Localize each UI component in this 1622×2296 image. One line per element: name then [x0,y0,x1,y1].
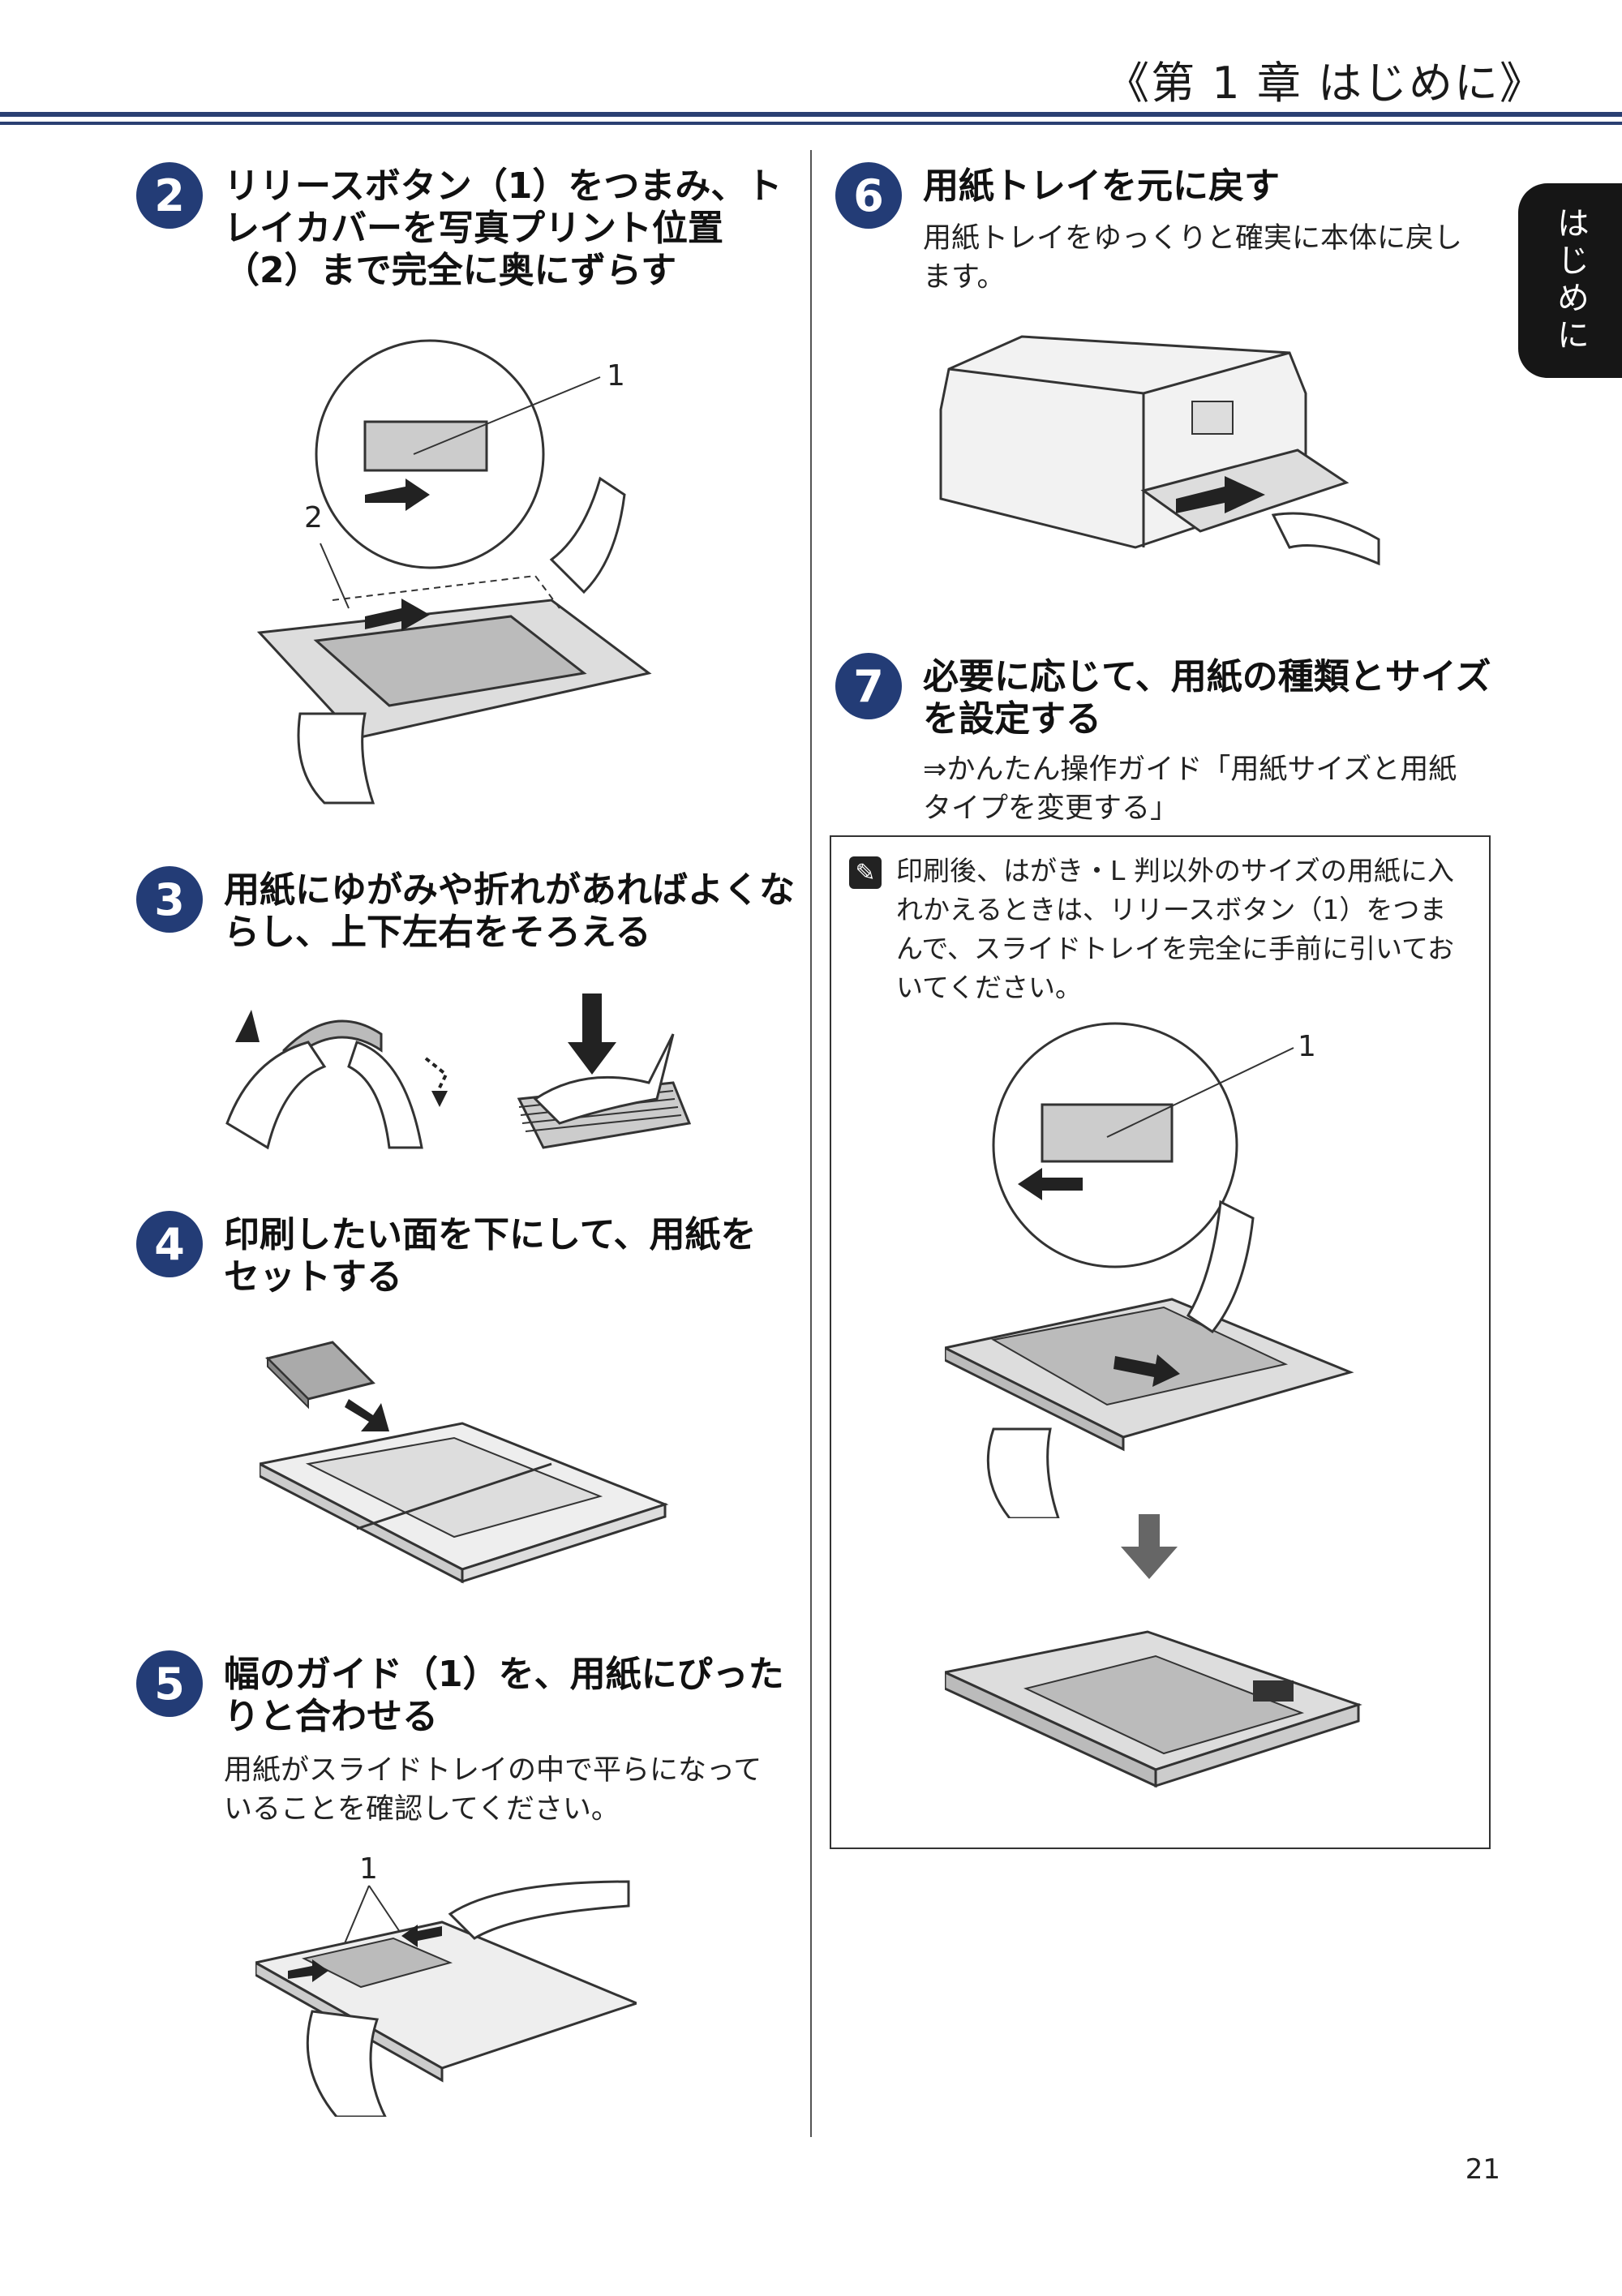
callout-1: 1 [1298,1030,1316,1063]
step-number: 3 [136,866,203,933]
step-4-illustration [255,1334,673,1602]
page-number: 21 [1465,2153,1500,2186]
step-number: 6 [835,162,902,229]
step-title: 幅のガイド（1）を、用紙にぴった りと合わせる [224,1654,784,1737]
step-5: 5 幅のガイド（1）を、用紙にぴった りと合わせる 用紙がスライドトレイの中で平… [136,1650,801,1853]
step-2: 2 リリースボタン（1）をつまみ、ト レイカバーを写真プリント位置 （2）まで完… [136,162,801,308]
callout-2: 2 [304,501,323,534]
step-7: 7 必要に応じて、用紙の種類とサイズ を設定する ⇒かんたん操作ガイド「用紙サイ… [835,653,1500,825]
step-number: 4 [136,1211,203,1277]
slide-tray-illustration [941,1630,1362,1788]
callout-1: 1 [607,359,625,393]
tray-closed-illustration [941,1599,1367,1818]
printer-illustration [939,335,1380,566]
step-number: 2 [136,162,203,229]
step-3: 3 用紙にゆがみや折れがあればよくな らし、上下左右をそろえる [136,866,801,963]
step-title: 用紙にゆがみや折れがあればよくな らし、上下左右をそろえる [224,869,795,953]
release-button-illustration: 1 [941,1015,1367,1520]
step-3-illustration [219,985,706,1156]
step-description: 用紙がスライドトレイの中で平らになって いることを確認してください。 [224,1754,762,1826]
callout-1: 1 [359,1852,378,1886]
step-6: 6 用紙トレイを元に戻す 用紙トレイをゆっくりと確実に本体に戻し ます。 [835,162,1500,300]
step-6-illustration [933,328,1387,596]
tray-pull-illustration: 1 [941,1022,1354,1520]
step-number: 7 [835,653,902,719]
paper-fanning-illustration [225,994,692,1150]
step-4: 4 印刷したい面を下にして、用紙を セットする [136,1211,801,1308]
width-guide-illustration: 1 [251,1852,641,2118]
memo-icon: ✎ [849,856,882,889]
side-tab-label: はじめに [1551,206,1589,355]
step-5-illustration: 1 [251,1849,641,2118]
paper-loading-illustration [255,1341,669,1584]
header-rule-thick [0,112,1622,117]
step-title: リリースボタン（1）をつまみ、ト レイカバーを写真プリント位置 （2）まで完全に… [224,165,783,291]
step-title: 必要に応じて、用紙の種類とサイズ を設定する [923,656,1491,740]
step-title: 用紙トレイを元に戻す [923,165,1280,207]
note-box: ✎ 印刷後、はがき・L 判以外のサイズの用紙に入 れかえるときは、リリースボタン… [830,835,1491,1849]
step-description: 用紙トレイをゆっくりと確実に本体に戻し ます。 [923,222,1463,294]
step-number: 5 [136,1650,203,1717]
step-2-illustration: 1 2 [243,333,697,811]
step-description: ⇒かんたん操作ガイド「用紙サイズと用紙 タイプを変更する」 [923,753,1457,825]
header-rule-thin [0,122,1622,125]
column-divider [810,150,812,2137]
step-title: 印刷したい面を下にして、用紙を セットする [224,1214,757,1298]
tray-cover-illustration: 1 2 [256,339,652,805]
side-tab[interactable]: はじめに [1518,183,1622,378]
note-text: 印刷後、はがき・L 判以外のサイズの用紙に入 れかえるときは、リリースボタン（1… [896,855,1455,1003]
chapter-title: 《第 1 章 はじめに》 [1105,58,1545,109]
down-arrow-icon [1121,1514,1178,1579]
